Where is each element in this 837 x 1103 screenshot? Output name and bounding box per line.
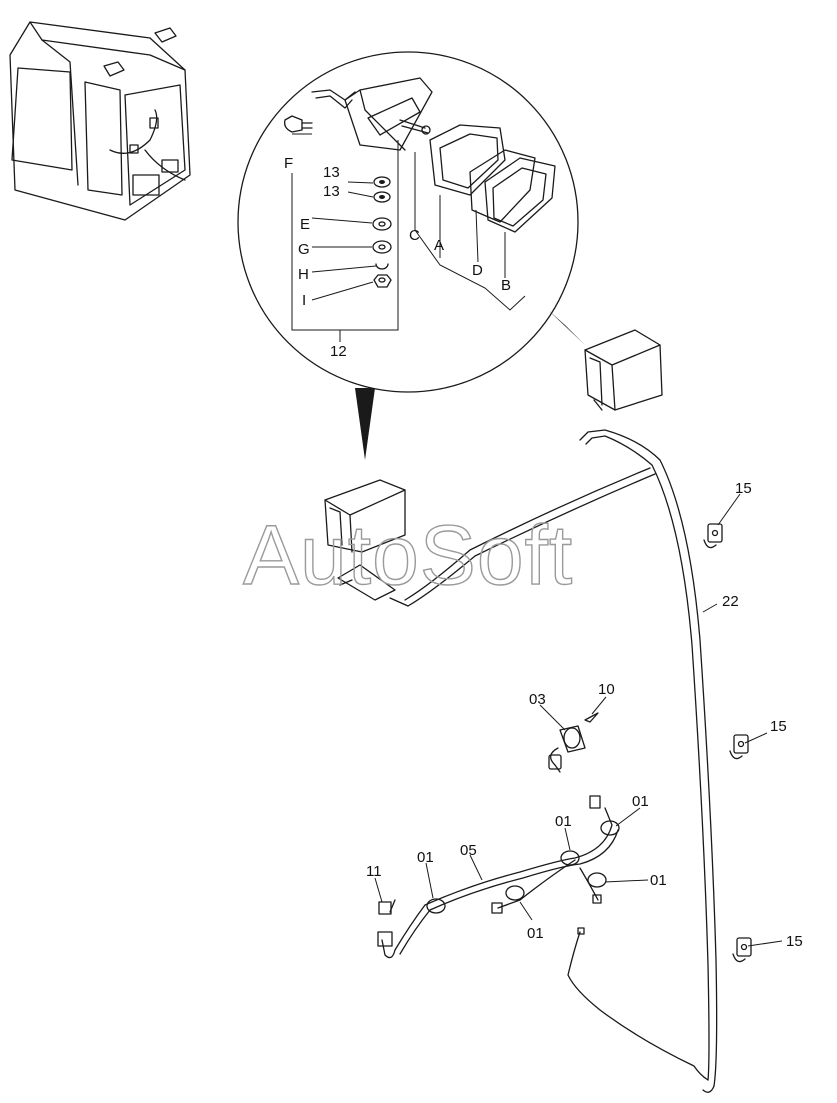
label-12: 12 [330,343,347,360]
leader-lines [374,493,783,947]
label-G: G [298,241,310,258]
label-A: A [434,237,444,254]
label-C: C [409,227,420,244]
label-01-center: 01 [555,813,572,830]
label-01-right-bottom: 01 [650,872,667,889]
label-H: H [298,266,309,283]
label-01-left: 01 [417,849,434,866]
label-10: 10 [598,681,615,698]
callout-labels: F 13 13 E G H I 12 C A D B 15 22 03 10 1… [284,155,803,950]
label-I: I [302,292,306,309]
socket-03 [548,725,586,773]
label-F: F [284,155,293,172]
label-15-middle: 15 [770,718,787,735]
label-13-first: 13 [323,164,340,181]
wire-harness-05 [377,795,620,959]
label-01-bottom: 01 [527,925,544,942]
label-B: B [501,277,511,294]
clip-15-top [703,523,723,549]
label-E: E [300,216,310,233]
label-15-bottom: 15 [786,933,803,950]
watermark-text: AutoSoft [243,508,573,602]
wire-harness-22 [389,429,718,1093]
label-13-second: 13 [323,183,340,200]
label-D: D [472,262,483,279]
work-lamp-left [324,479,406,601]
label-03: 03 [529,691,546,708]
label-05: 05 [460,842,477,859]
label-01-right-top: 01 [632,793,649,810]
label-11: 11 [366,863,382,880]
work-lamp-right [584,329,663,411]
cap-10 [584,712,599,723]
label-22: 22 [722,593,739,610]
cab-illustration [9,21,191,221]
clip-15-middle [729,734,749,760]
lamp-detail-circle [237,51,585,460]
clip-15-bottom [732,937,752,963]
label-15-top: 15 [735,480,752,497]
